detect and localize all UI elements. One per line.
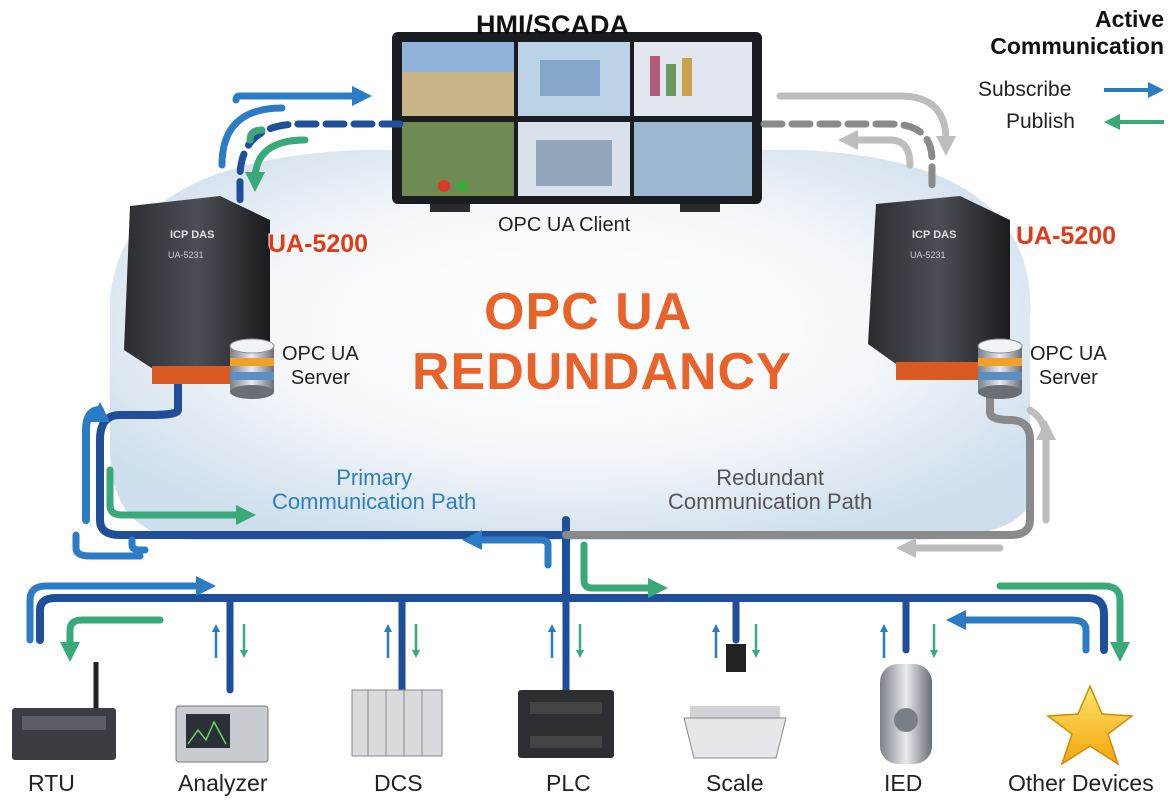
plc-icon: [518, 690, 614, 758]
redundant-line1: Redundant: [716, 465, 824, 490]
ua-5200-label-right: UA-5200: [1016, 222, 1117, 250]
server-line1: OPC UA: [282, 343, 359, 365]
legend-publish: Publish: [1006, 110, 1075, 133]
svg-text:ICP DAS: ICP DAS: [170, 229, 214, 241]
device-io-arrows: [212, 624, 938, 658]
ua-5200-device-left: ICP DAS UA-5231: [124, 196, 270, 384]
device-label-ied: IED: [884, 770, 923, 796]
device-label-dcs: DCS: [374, 770, 423, 796]
main-title-line1: OPC UA: [484, 283, 693, 341]
star-icon: [1045, 684, 1135, 766]
opc-ua-server-label-right: OPC UA Server: [1030, 342, 1107, 390]
server-line2: Server: [290, 367, 350, 389]
server-line1: OPC UA: [1030, 343, 1107, 365]
background-region: [110, 150, 1031, 540]
database-icon-right: [977, 338, 1023, 399]
dcs-icon: [351, 689, 443, 757]
primary-path-label: Primary Communication Path: [272, 466, 476, 514]
device-label-other-devices: Other Devices: [1008, 770, 1154, 796]
ied-icon: [880, 664, 932, 764]
ua-5200-device-right: ICP DAS UA-5231: [868, 196, 1010, 380]
hmi-scada-title: HMI/SCADA: [476, 10, 629, 40]
svg-text:ICP DAS: ICP DAS: [912, 229, 956, 241]
legend-subscribe: Subscribe: [978, 78, 1072, 101]
device-label-scale: Scale: [706, 770, 764, 796]
hmi-scada-monitors: [392, 32, 762, 212]
ua-5200-label-left: UA-5200: [268, 230, 369, 258]
device-label-rtu: RTU: [28, 770, 75, 796]
analyzer-icon: [175, 705, 269, 763]
legend-arrows: [1104, 82, 1164, 130]
server-line2: Server: [1038, 367, 1098, 389]
opc-ua-server-label-left: OPC UA Server: [282, 342, 359, 390]
rtu-icon: [12, 662, 116, 760]
device-label-plc: PLC: [546, 770, 591, 796]
redundant-path-label: Redundant Communication Path: [668, 466, 872, 514]
scale-icon: [683, 644, 787, 759]
redundant-path: [562, 92, 1050, 552]
legend-title: Active Communication: [990, 6, 1164, 60]
opc-ua-client-label: OPC UA Client: [498, 214, 631, 236]
svg-text:UA-5231: UA-5231: [910, 250, 946, 260]
redundant-line2: Communication Path: [668, 489, 873, 514]
primary-line2: Communication Path: [272, 489, 477, 514]
arrowheads: [60, 86, 1130, 662]
main-title-line2: REDUNDANCY: [412, 343, 792, 401]
primary-line1: Primary: [336, 465, 412, 490]
device-label-analyzer: Analyzer: [178, 770, 268, 796]
database-icon-left: [229, 338, 275, 399]
svg-text:UA-5231: UA-5231: [168, 250, 204, 260]
legend-title-line1: Active: [1094, 6, 1164, 32]
legend-title-line2: Communication: [990, 33, 1164, 59]
